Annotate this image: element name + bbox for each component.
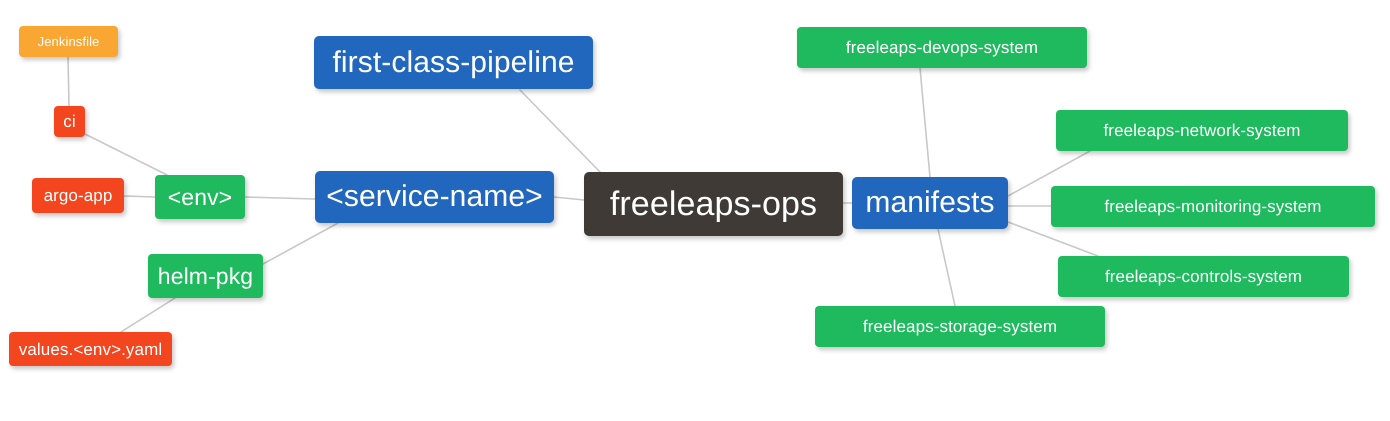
node-service-name[interactable]: <service-name> [315,171,554,223]
edge-env-to-service-name [244,196,316,200]
node-helm-pkg[interactable]: helm-pkg [148,254,263,298]
edge-jenkinsfile-to-ci [67,56,70,107]
node-argo-app[interactable]: argo-app [32,178,124,213]
edge-service-name-to-root [553,196,585,201]
edge-manifests-to-freeleaps-storage-system [937,228,956,307]
node-freeleaps-devops-system[interactable]: freeleaps-devops-system [797,27,1087,68]
node-freeleaps-controls-system[interactable]: freeleaps-controls-system [1058,256,1349,297]
node-values-env-yaml[interactable]: values.<env>.yaml [9,332,172,366]
node-root[interactable]: freeleaps-ops [584,172,843,236]
node-freeleaps-storage-system[interactable]: freeleaps-storage-system [815,306,1105,347]
node-env[interactable]: <env> [155,175,245,219]
node-jenkinsfile[interactable]: Jenkinsfile [19,26,118,57]
edge-ci-to-env [84,133,168,176]
edge-argo-app-to-env [123,195,156,198]
node-ci[interactable]: ci [54,106,85,137]
node-freeleaps-monitoring-system[interactable]: freeleaps-monitoring-system [1051,186,1375,227]
edge-values-env-yaml-to-helm-pkg [120,297,176,333]
node-first-class-pipeline[interactable]: first-class-pipeline [314,36,593,89]
edge-manifests-to-freeleaps-controls-system [1007,221,1099,257]
edge-manifests-to-freeleaps-devops-system [919,67,931,178]
edge-helm-pkg-to-service-name [262,222,339,265]
node-manifests[interactable]: manifests [852,177,1008,229]
edge-first-class-pipeline-to-root [519,89,601,173]
node-freeleaps-network-system[interactable]: freeleaps-network-system [1056,110,1348,151]
